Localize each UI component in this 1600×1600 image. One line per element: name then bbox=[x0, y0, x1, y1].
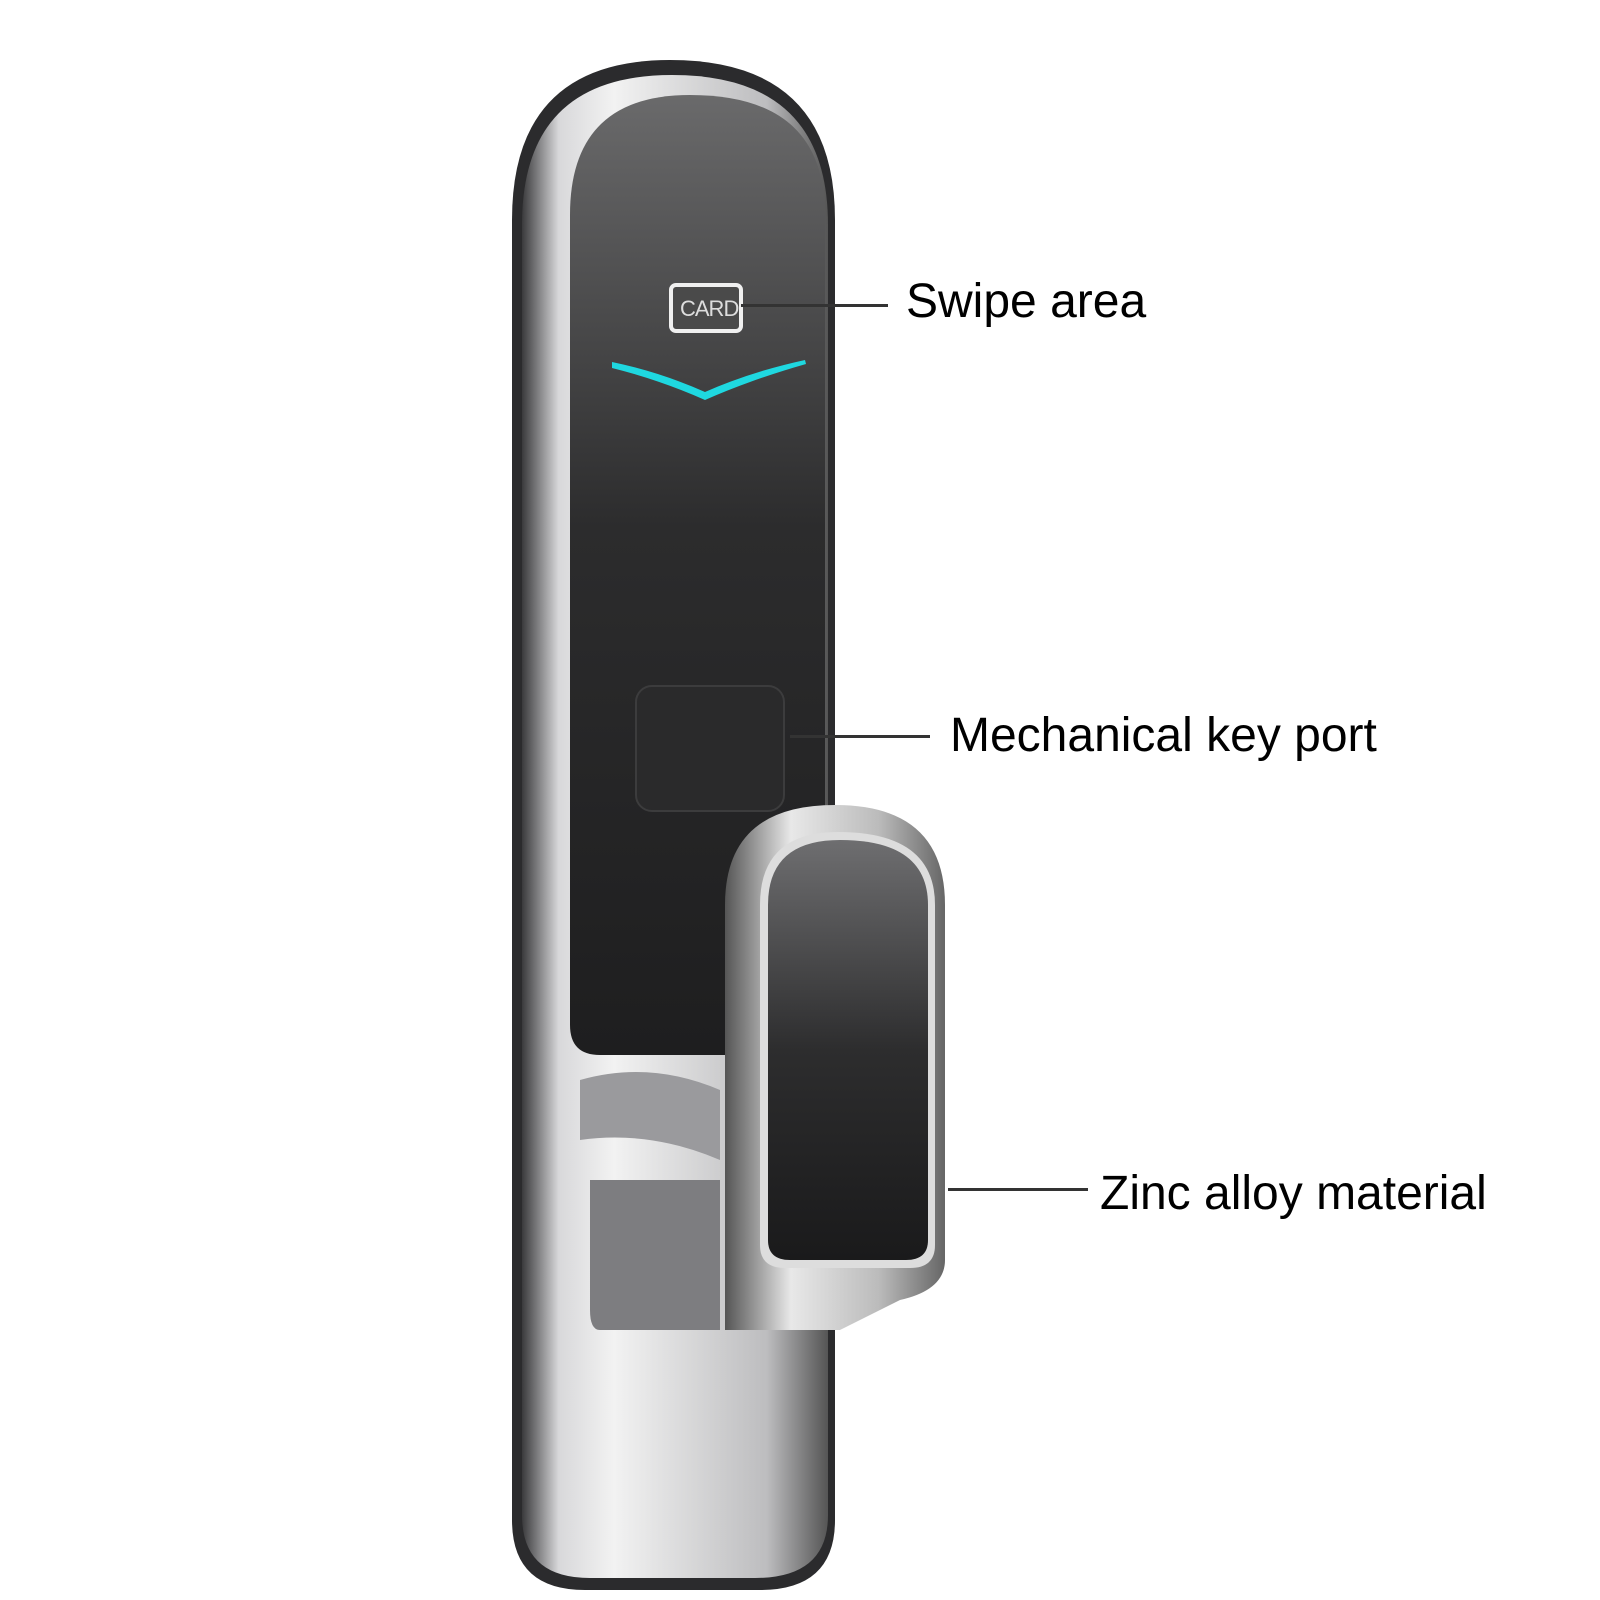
key-port bbox=[635, 685, 785, 812]
annotation-key-port: Mechanical key port bbox=[950, 709, 1377, 762]
annotation-swipe-area: Swipe area bbox=[906, 275, 1147, 328]
swipe-panel bbox=[570, 95, 825, 1055]
leader-line-zinc bbox=[948, 1188, 1088, 1191]
card-icon-text: CARD bbox=[680, 296, 739, 321]
indicator-light bbox=[612, 360, 806, 400]
leader-line-key-port bbox=[790, 735, 930, 738]
card-icon bbox=[669, 283, 743, 333]
leader-line-swipe bbox=[741, 304, 888, 307]
annotation-zinc-alloy: Zinc alloy material bbox=[1100, 1167, 1487, 1220]
